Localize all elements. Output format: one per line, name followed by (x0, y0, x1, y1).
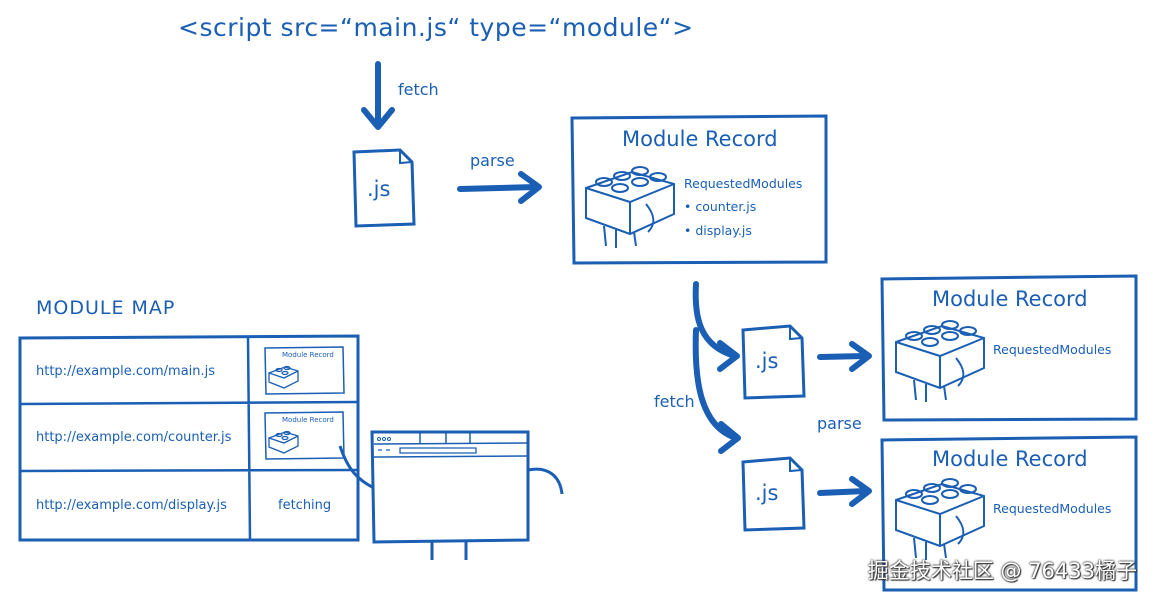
requested-modules-label: RequestedModules (993, 501, 1111, 516)
fetch-label-top: fetch (398, 80, 439, 99)
js-file-label-child-2: .js (755, 481, 778, 505)
browser-character (338, 430, 564, 560)
parse-arrow-top (457, 171, 542, 204)
requested-module-item: • display.js (684, 223, 752, 238)
lego-brick-icon (895, 478, 985, 560)
module-record-thumbnail: Module Record (264, 346, 345, 395)
js-file-label-top: .js (367, 177, 390, 201)
module-map-status: fetching (278, 498, 331, 513)
requested-modules-label: RequestedModules (684, 176, 802, 191)
fetch-label-bottom: fetch (654, 392, 695, 411)
watermark-text: 掘金技术社区 @ 76433橘子 (867, 559, 1137, 583)
thumbnail-title: Module Record (282, 351, 334, 359)
js-file-icon-child-1 (741, 324, 806, 400)
js-file-label-child-1: .js (755, 349, 778, 373)
js-file-icon-top (352, 148, 416, 228)
requested-modules-label: RequestedModules (993, 342, 1111, 357)
module-map-heading: MODULE MAP (36, 297, 175, 319)
requested-module-item: • counter.js (684, 199, 756, 214)
parse-label-top: parse (470, 151, 515, 170)
lego-brick-icon (895, 320, 985, 402)
module-record-child-title: Module Record (932, 287, 1088, 311)
fetch-arrows-branch (692, 281, 741, 454)
module-record-main: Module Record RequestedModules • counter… (570, 114, 828, 265)
module-map-url: http://example.com/main.js (36, 364, 215, 379)
module-record-display: Module Record RequestedModules (880, 435, 1138, 592)
module-map-table: http://example.com/main.js Module Record… (18, 334, 360, 542)
module-record-child-title: Module Record (932, 447, 1088, 471)
module-map-url: http://example.com/counter.js (36, 430, 232, 445)
fetch-arrow-top (361, 61, 395, 130)
thumbnail-title: Module Record (282, 416, 334, 424)
script-tag-text: <script src=“main.js“ type=“module“> (178, 13, 694, 42)
lego-brick-icon (585, 166, 675, 248)
js-file-icon-child-2 (741, 456, 806, 532)
module-record-counter: Module Record RequestedModules (880, 274, 1138, 422)
parse-label-bottom: parse (817, 414, 862, 433)
module-record-main-title: Module Record (622, 127, 778, 151)
parse-arrows-bottom (817, 341, 872, 507)
module-map-url: http://example.com/display.js (36, 498, 227, 513)
